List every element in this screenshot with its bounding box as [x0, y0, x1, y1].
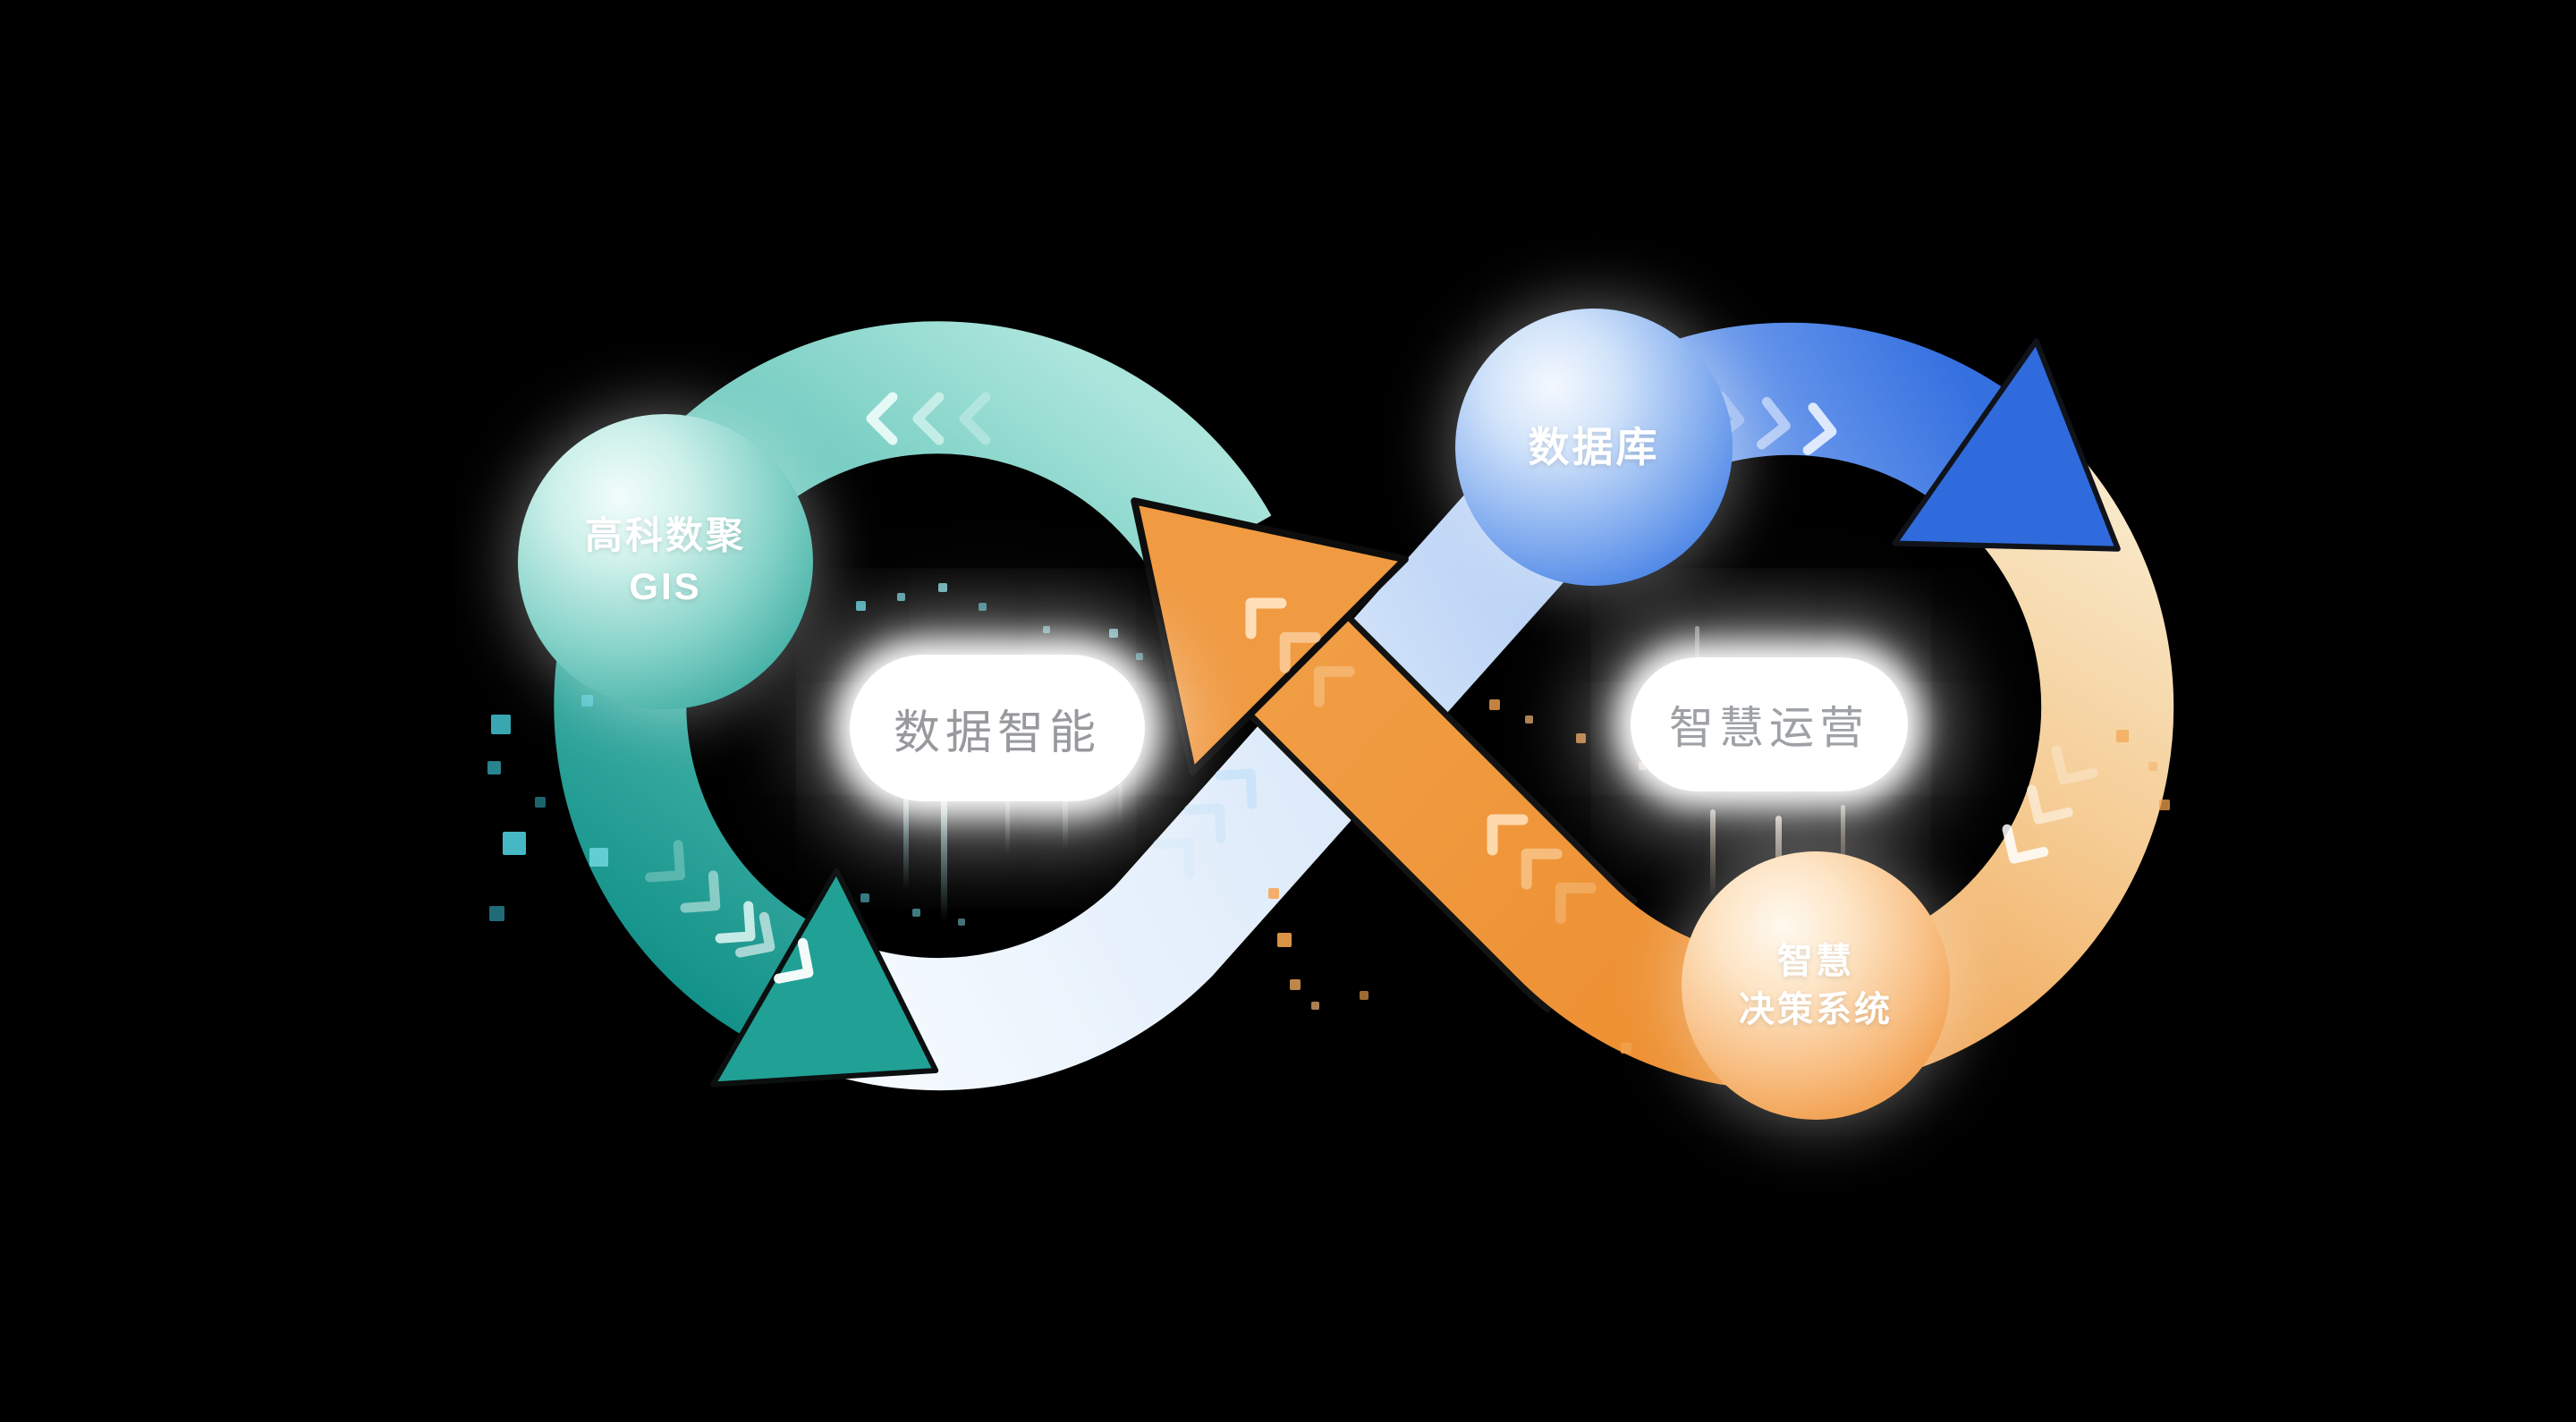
pixel-dot [2148, 762, 2157, 771]
pixel-dot [912, 909, 920, 917]
light-streak [1710, 809, 1716, 899]
pill-smart-operation: 智慧运营 [1631, 657, 1908, 791]
pixel-dot [1311, 1002, 1319, 1010]
pixel-dot [589, 848, 608, 867]
node-gis-label-line2: GIS [629, 565, 702, 607]
blue-arrowhead-icon [1892, 338, 2121, 552]
pixel-dot [958, 918, 965, 926]
pixel-dot [860, 893, 869, 902]
pixel-dot [1290, 979, 1301, 990]
pixel-dot [1268, 888, 1279, 899]
pixel-dot [487, 761, 501, 774]
node-gis-sphere: 高科数聚 GIS [518, 414, 813, 709]
pixel-dot [1525, 715, 1533, 724]
pixel-dot [979, 603, 987, 611]
pixel-dot [581, 695, 593, 707]
pixel-dot [1621, 1043, 1631, 1054]
pixel-dot [535, 797, 546, 808]
pixel-dot [1360, 991, 1368, 1000]
node-decision-sphere: 智慧 决策系统 [1682, 851, 1950, 1120]
pixel-dot [897, 593, 905, 601]
pixel-dot [2159, 800, 2170, 810]
pixel-dot [1043, 626, 1050, 633]
pixel-dots [487, 583, 2170, 1080]
pixel-dot [489, 906, 504, 921]
node-database-label: 数据库 [1528, 423, 1660, 470]
pixel-dot [491, 715, 511, 734]
pixel-dot [1277, 933, 1292, 947]
pill-smart-operation-label: 智慧运营 [1669, 703, 1869, 753]
pixel-dot [856, 601, 866, 611]
pixel-dot [938, 583, 947, 592]
node-decision-label-line1: 智慧 [1777, 942, 1854, 981]
pill-data-intelligence: 数据智能 [850, 655, 1145, 801]
pill-data-intelligence-label: 数据智能 [893, 707, 1101, 759]
pixel-dot [1136, 653, 1143, 660]
node-decision-label-line2: 决策系统 [1739, 990, 1893, 1029]
pixel-dot [1576, 733, 1586, 743]
pixel-dot [1489, 699, 1500, 710]
node-database-sphere: 数据库 [1455, 309, 1733, 586]
pixel-dot [1109, 629, 1118, 638]
pixel-dot [503, 832, 526, 855]
light-streak [941, 774, 947, 921]
pixel-dot [2116, 730, 2129, 742]
node-gis-label-line1: 高科数聚 [584, 514, 746, 557]
orange-arrowhead-icon [1131, 497, 1409, 775]
